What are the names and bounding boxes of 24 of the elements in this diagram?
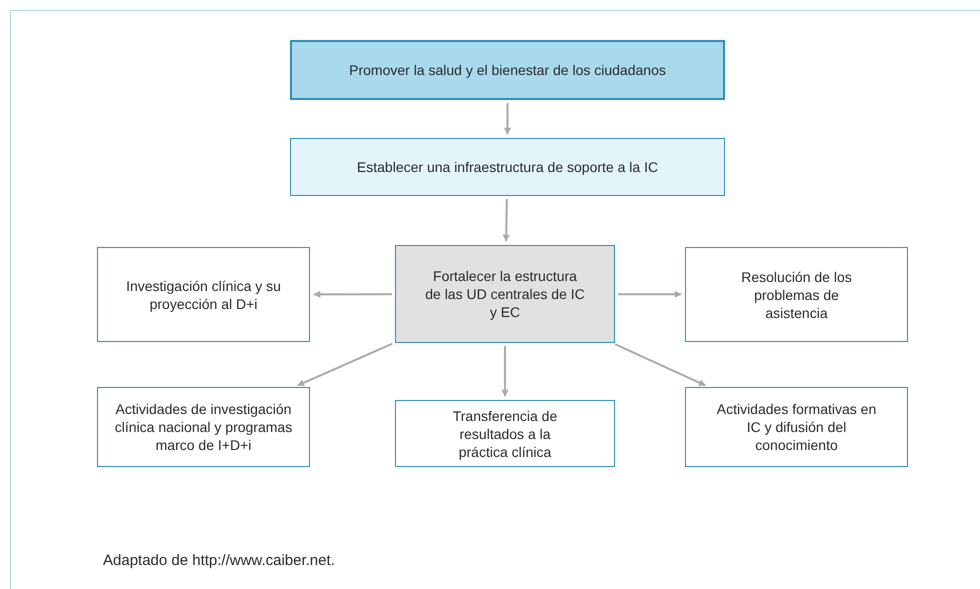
box-text: Establecer una infraestructura de soporte a la IC (356, 158, 660, 176)
arrow (614, 343, 706, 386)
box-text: Resolución de los problemas de asistencia (740, 268, 853, 322)
process-box (97, 387, 310, 467)
arrow (502, 198, 510, 242)
box-text: Investigación clínica y su proyección al D+i (125, 276, 282, 312)
box-text: Actividades formativas en IC y difusión del conocimiento (716, 400, 876, 454)
box-text: Actividades de investigación clínica nacional y programas marco de I+D+i (114, 400, 294, 454)
arrow (502, 346, 508, 397)
caption: Adaptado de http://www.caiber.net. (103, 552, 335, 569)
process-box (290, 138, 725, 196)
process-box (395, 245, 615, 343)
box-text: Transferencia de resultados a la práctica clínica (452, 406, 558, 460)
arrow (618, 290, 682, 298)
arrow (313, 290, 392, 298)
process-box (395, 400, 615, 467)
process-box (97, 247, 310, 342)
process-box (685, 387, 908, 467)
box-text: Promover la salud y el bienestar de los ciudadanos (348, 61, 667, 79)
box-text: Fortalecer la estructura de las UD centrales de IC y EC (425, 267, 585, 321)
process-box (290, 40, 725, 100)
arrow (297, 342, 393, 386)
arrow (504, 103, 511, 135)
process-box (685, 247, 908, 342)
